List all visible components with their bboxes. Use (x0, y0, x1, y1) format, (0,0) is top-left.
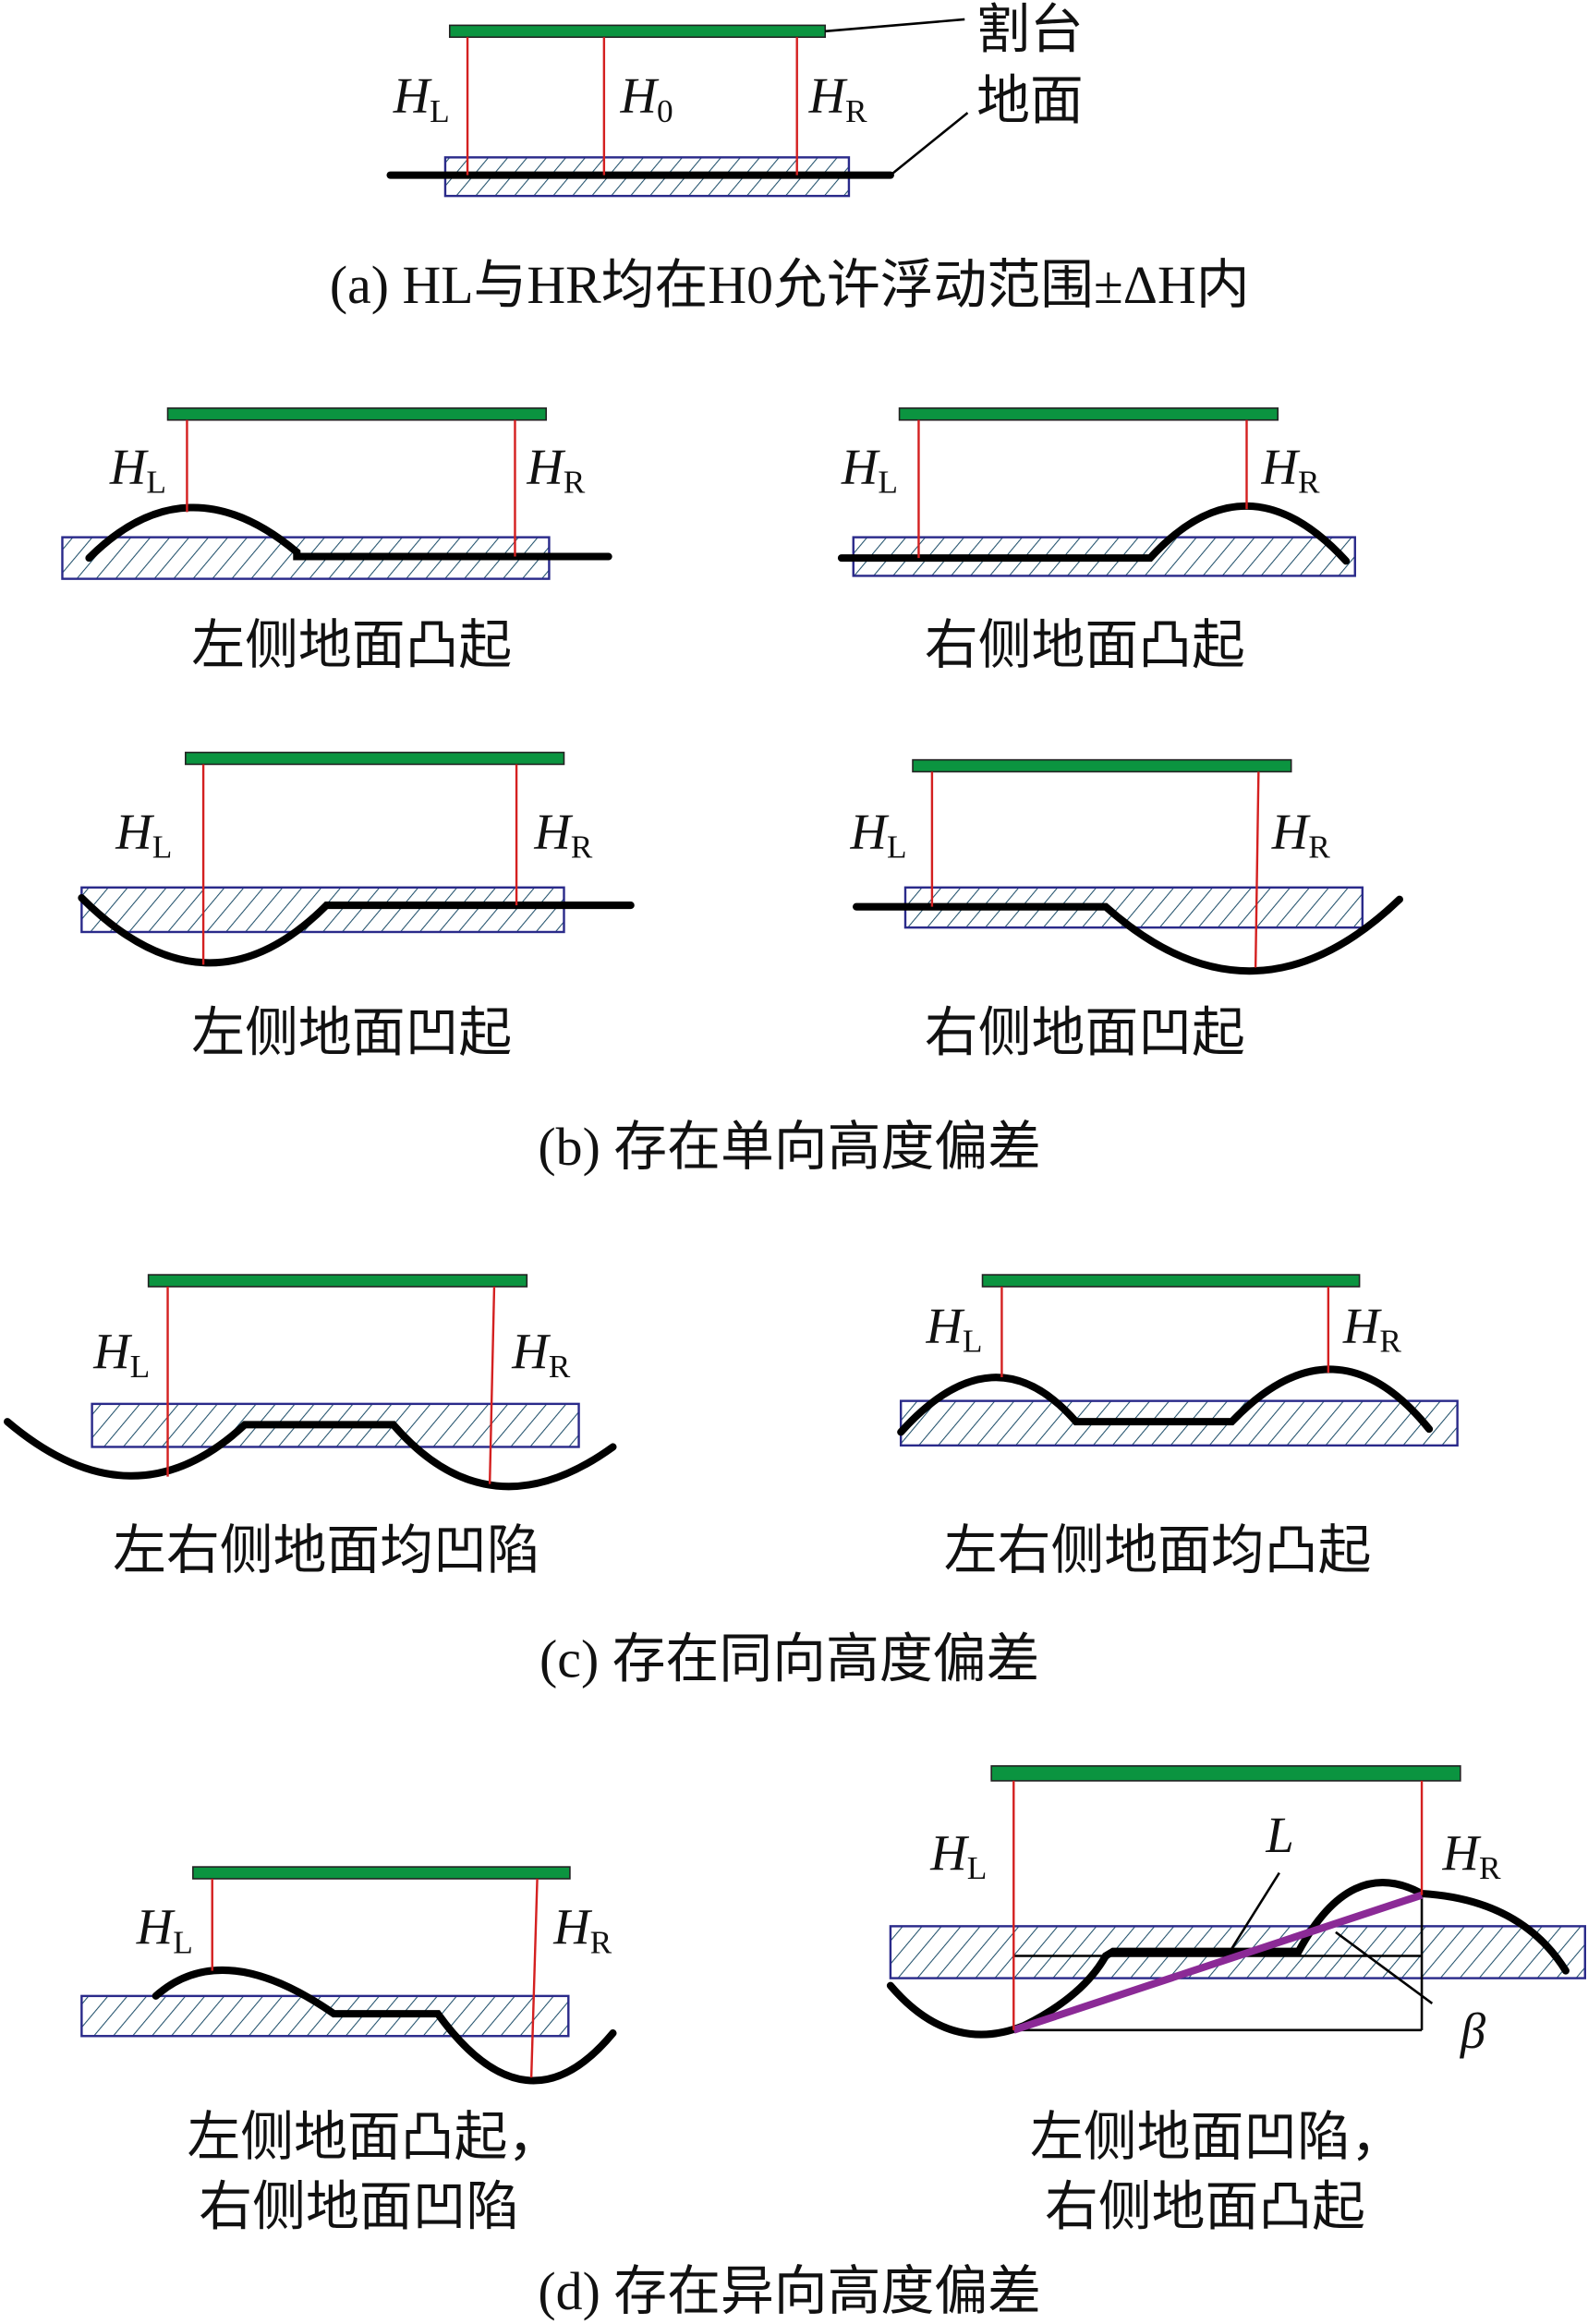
svg-text:HL: HL (109, 439, 166, 501)
leader-L (1230, 1871, 1280, 1950)
ground-leader (890, 112, 969, 176)
subcaption: 左右侧地面均凸起 (944, 1520, 1372, 1580)
svg-text:HR: HR (526, 439, 585, 501)
svg-text:HL: HL (929, 1824, 987, 1886)
panel-b: HL HR 左侧地面凸起 HL HR 右侧地面凸起 HL HR 左侧地面凹起 (61, 407, 1403, 1177)
label-platform: 割台 (976, 0, 1084, 59)
subcaption-line1: 左侧地面凸起， (187, 2107, 561, 2167)
caption-d: (d) 存在异向高度偏差 (538, 2261, 1041, 2321)
leader-beta (1335, 1931, 1434, 2004)
caption-b: (b) 存在单向高度偏差 (538, 1117, 1041, 1177)
caption-a: (a) HL与HR均在H0允许浮动范围±ΔH内 (330, 255, 1250, 315)
subcaption-line2: 右侧地面凹陷 (199, 2176, 519, 2236)
subcaption: 右侧地面凸起 (925, 615, 1245, 675)
header-platform (448, 24, 827, 39)
svg-text:HR: HR (1442, 1824, 1501, 1886)
svg-text:HR: HR (533, 804, 592, 865)
svg-text:HL: HL (92, 1323, 150, 1385)
panel-d: HL HR 左侧地面凸起， 右侧地面凹陷 HL HR L β 左侧地面凹陷， 右… (80, 1765, 1586, 2321)
subcaption: 左侧地面凸起 (191, 615, 512, 675)
svg-text:HL: HL (925, 1298, 982, 1360)
label-L: L (1265, 1807, 1293, 1863)
subcaption-line2: 右侧地面凸起 (1045, 2176, 1365, 2236)
panel-a: 割台 地面 HL H0 HR (a) HL与HR均在H0允许浮动范围±ΔH内 (330, 0, 1250, 315)
subcaption: 右侧地面凹起 (925, 1003, 1245, 1063)
label-beta: β (1460, 2003, 1486, 2059)
svg-text:HR: HR (552, 1899, 612, 1961)
subcaption-line1: 左侧地面凹陷， (1030, 2107, 1404, 2167)
svg-text:HL: HL (850, 804, 907, 865)
label-ground: 地面 (976, 71, 1084, 131)
diagram-right-bump: HL HR 右侧地面凸起 (837, 407, 1356, 675)
diagram-left-dip: HL HR 左侧地面凹起 (78, 751, 635, 1063)
label-h0: H0 (620, 67, 673, 129)
svg-text:HL: HL (841, 439, 898, 501)
svg-text:HL: HL (115, 804, 172, 865)
diagram-both-bump: HL HR 左右侧地面均凸起 (897, 1274, 1459, 1580)
subcaption: 左右侧地面均凹陷 (113, 1520, 540, 1580)
diagram-right-dip: HL HR 右侧地面凹起 (850, 758, 1403, 1063)
platform-leader (825, 18, 965, 33)
fit-line (1012, 1891, 1424, 2034)
diagram-left-bump: HL HR 左侧地面凸起 (61, 407, 612, 675)
svg-text:HR: HR (1271, 804, 1330, 865)
diagram-left-dip-right-bump: HL HR L β 左侧地面凹陷， 右侧地面凸起 (886, 1765, 1586, 2236)
svg-text:HR: HR (511, 1323, 570, 1385)
label-hr: HR (808, 67, 867, 129)
svg-text:HR: HR (1342, 1298, 1401, 1360)
svg-text:HR: HR (1261, 439, 1320, 501)
subcaption: 左侧地面凹起 (191, 1003, 512, 1063)
svg-text:HL: HL (136, 1899, 193, 1961)
panel-c: HL HR 左右侧地面均凹陷 HL HR 左右侧地面均凸起 (c) 存在同向高度… (4, 1274, 1459, 1689)
diagram-left-bump-right-dip: HL HR 左侧地面凸起， 右侧地面凹陷 (80, 1866, 617, 2236)
caption-c: (c) 存在同向高度偏差 (539, 1628, 1039, 1689)
label-hl: HL (393, 67, 450, 129)
diagram-both-dip: HL HR 左右侧地面均凹陷 (4, 1274, 617, 1580)
